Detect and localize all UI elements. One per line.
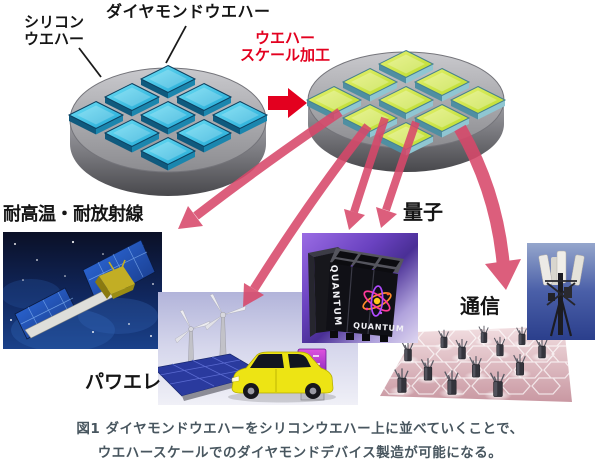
application-label-communication: 通信 [460, 294, 500, 318]
silicon-pointer-line [78, 47, 102, 78]
figure-caption-line2: ウエハースケールでのダイヤモンドデバイス製造が可能になる。 [97, 445, 503, 461]
satellite-icon [14, 239, 156, 340]
car-icon [228, 351, 336, 403]
wind-turbine-icon [174, 309, 211, 373]
diamond-wafer-label: ダイヤモンドウエハー [106, 2, 271, 21]
silicon-wafer-right [306, 50, 506, 172]
figure-caption-line1: 図1 ダイヤモンドウエハーをシリコンウエハー上に並べていくことで、 [76, 421, 524, 437]
cabinet-feet [330, 331, 388, 342]
cell-tower-icon [538, 250, 585, 337]
flow-arrow-heat [178, 108, 343, 229]
silicon-wafer-left [68, 65, 268, 196]
silicon-wafer-label-line2: ウエハー [24, 29, 85, 48]
wind-turbine-icon [204, 293, 247, 365]
process-block-arrow [268, 88, 307, 118]
application-label-quantum: 量子 [403, 200, 443, 224]
process-label-line2: スケール加工 [239, 45, 330, 64]
quantum-cabinet-icon: QUANTUM QUANTUM [308, 247, 405, 342]
application-label-power-electronics: パワエレ [85, 371, 162, 393]
comm-tower-image [527, 243, 595, 340]
diamond-chips-green [306, 50, 506, 156]
satellite-image [3, 232, 162, 349]
diamond-pointer-line [165, 25, 187, 64]
quantum-brand-front: QUANTUM [353, 321, 405, 334]
silicon-wafer-label-line1: シリコン [24, 13, 85, 31]
antenna-grid-image [380, 324, 585, 416]
flow-arrow-comm [454, 124, 521, 290]
application-label-heat-radiation: 耐高温・耐放射線 [3, 204, 144, 225]
process-label-line1: ウエハー [254, 29, 315, 47]
process-label: ウエハー スケール加工 [224, 30, 346, 64]
atom-icon [362, 285, 392, 317]
diamond-chips-blue [68, 65, 268, 171]
quantum-computer-image: QUANTUM QUANTUM [302, 233, 418, 343]
silicon-wafer-label: シリコン ウエハー [24, 14, 84, 48]
flow-arrow-quantum-left [344, 116, 389, 230]
